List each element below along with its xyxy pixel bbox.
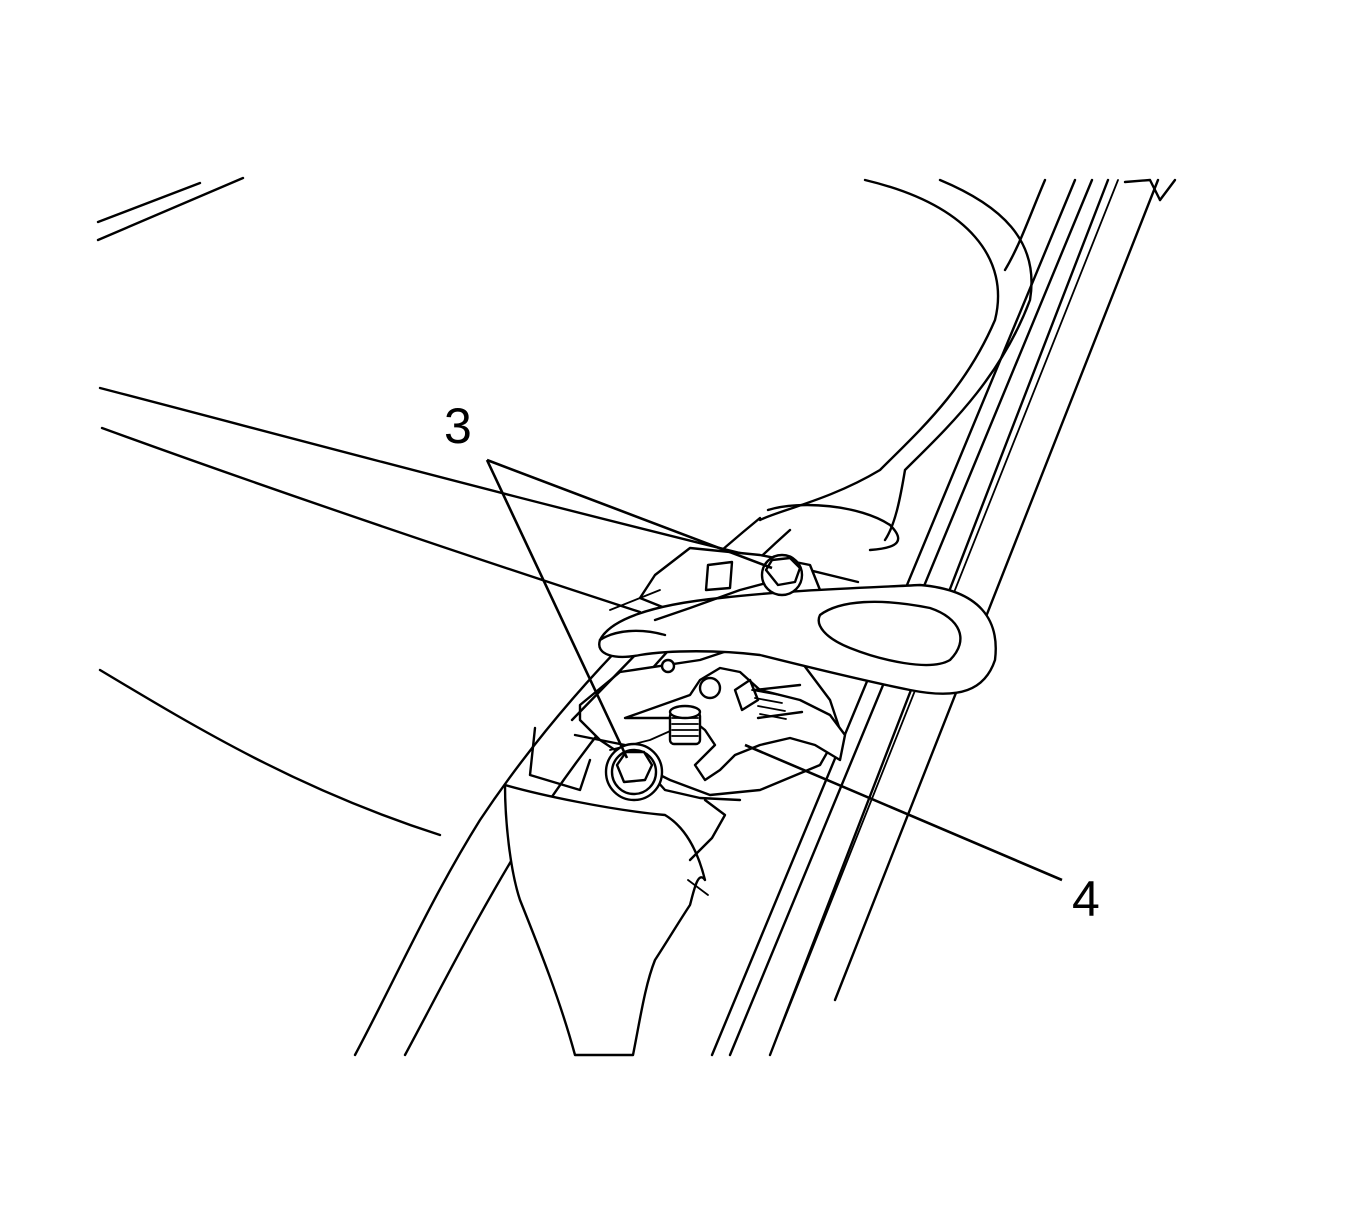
trim-panel	[503, 726, 727, 1057]
latch-pawl	[623, 666, 847, 782]
latch-handle	[598, 580, 997, 695]
threaded-stud	[668, 704, 702, 746]
callout-label-4: 4	[1072, 871, 1100, 927]
spring	[751, 683, 804, 720]
window-opening-trim	[758, 178, 1047, 552]
callout-label-3: 3	[444, 398, 472, 454]
body-edge-upper-left	[96, 176, 245, 242]
callout-leaders	[485, 458, 1063, 882]
upper-bolt	[760, 553, 804, 597]
lower-bolt	[604, 742, 664, 802]
